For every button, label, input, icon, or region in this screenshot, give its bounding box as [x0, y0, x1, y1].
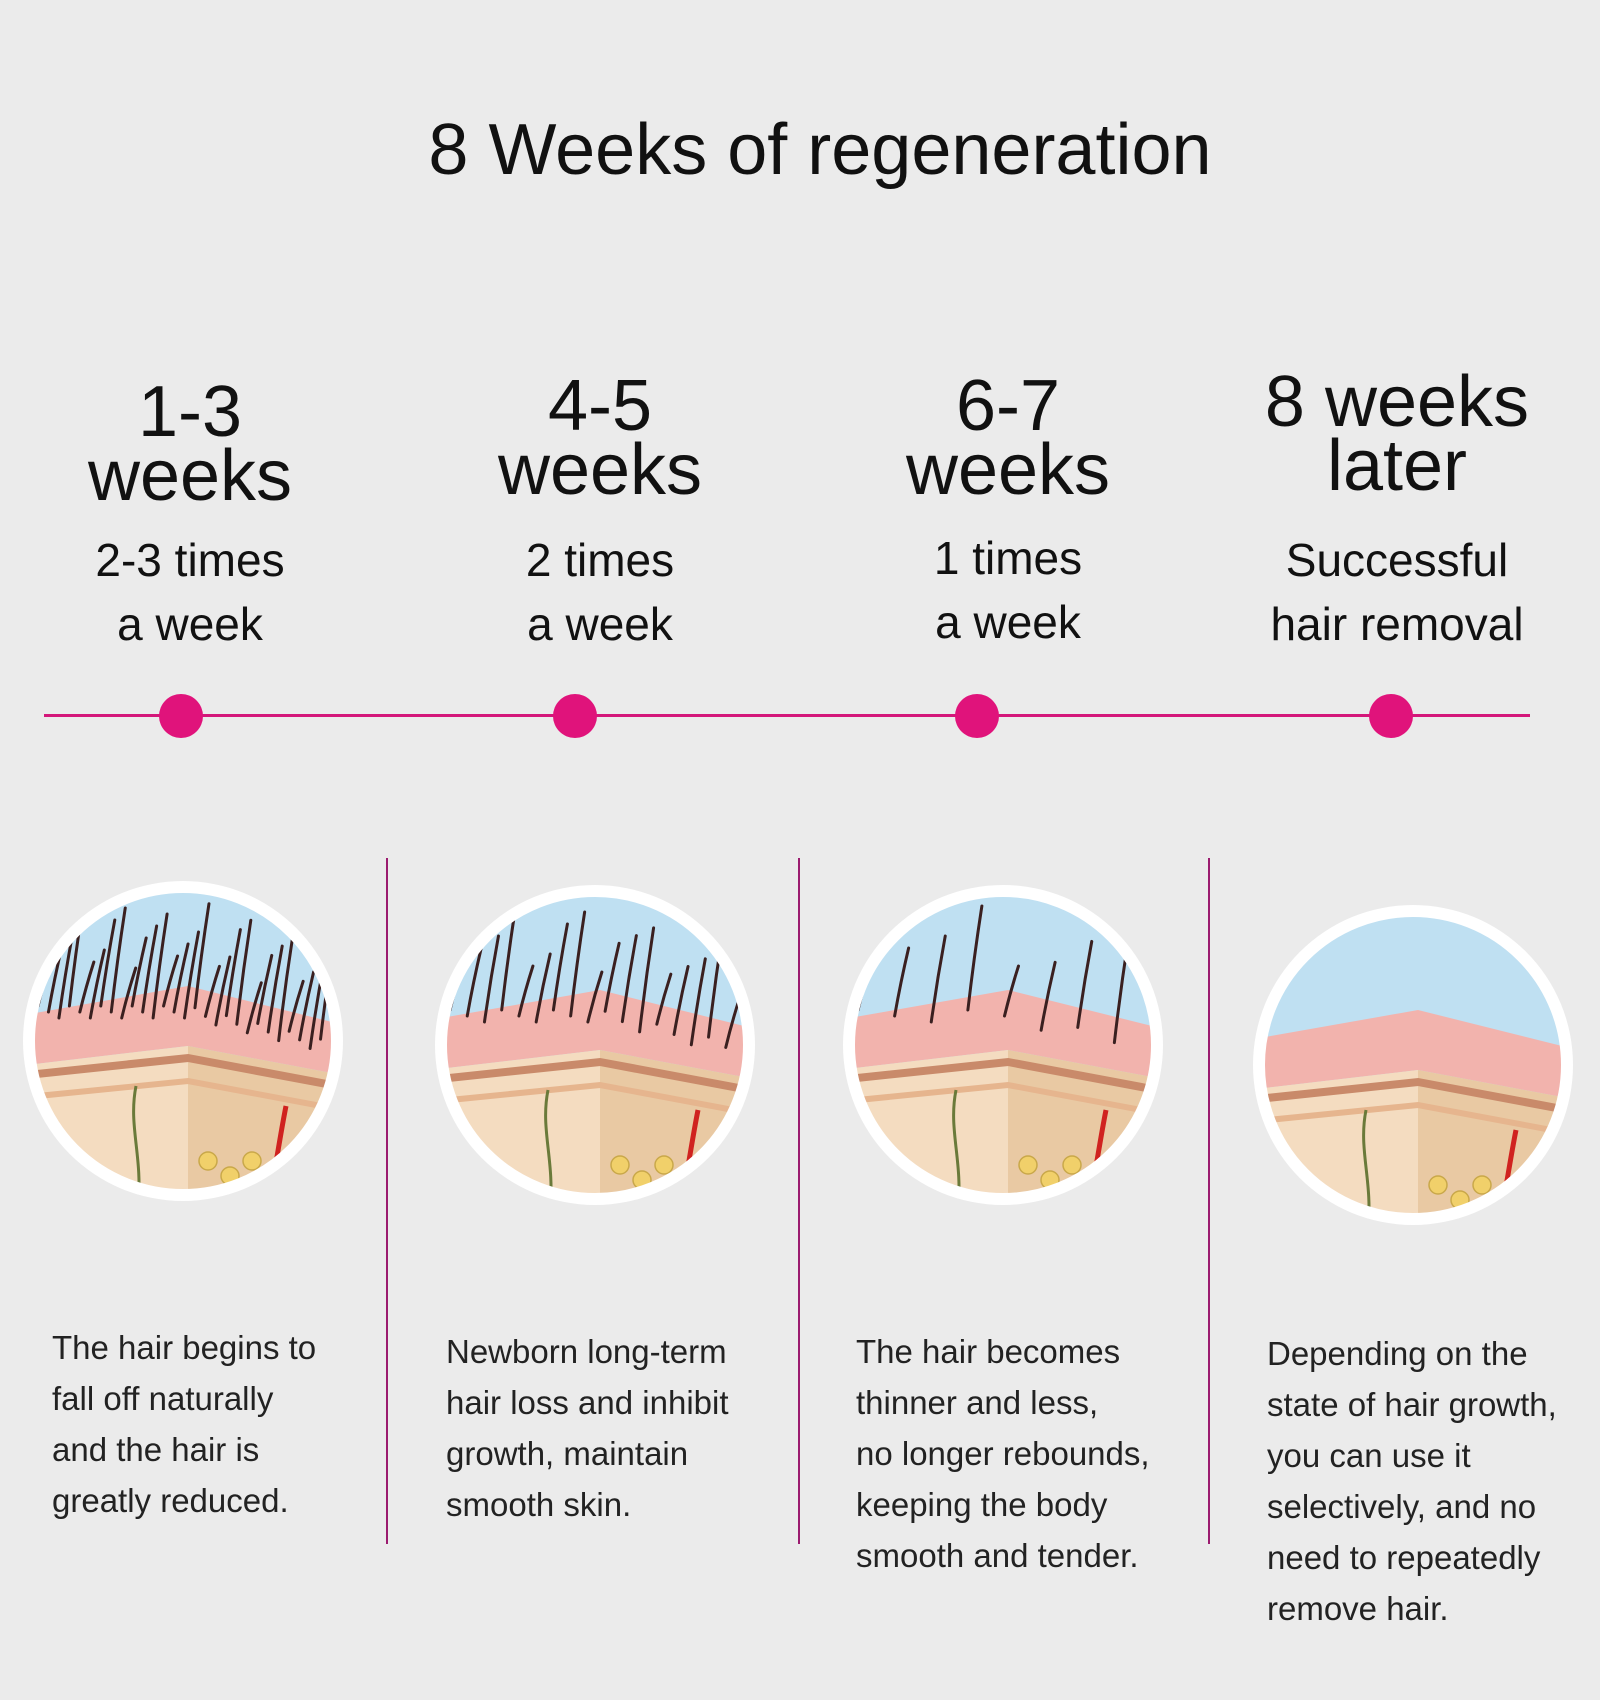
stage-header-3: 6-7 weeks 1 times a week — [828, 366, 1188, 654]
stage-unit: weeks — [905, 430, 1111, 510]
stage-range: 8 weeks — [1264, 362, 1530, 442]
stage-description-2: Newborn long-term hair loss and inhibit … — [446, 1333, 729, 1523]
stage-frequency-line1: Successful — [1285, 534, 1509, 586]
stage-header-2: 4-5 weeks 2 times a week — [420, 366, 780, 656]
column-divider-2 — [798, 858, 800, 1544]
stage-description-3: The hair becomes thinner and less, no lo… — [856, 1333, 1150, 1574]
stage-range: 4-5 — [547, 366, 653, 446]
stage-unit: weeks — [497, 430, 703, 510]
timeline-dot-1 — [159, 694, 203, 738]
stage-range: 1-3 — [137, 372, 243, 452]
stage-frequency-line2: a week — [935, 596, 1081, 648]
timeline-dot-4 — [1369, 694, 1413, 738]
skin-illustration-1 — [23, 881, 343, 1201]
skin-illustration-3 — [843, 885, 1163, 1205]
stage-frequency: 2 times a week — [420, 528, 780, 656]
skin-illustration-2 — [435, 885, 755, 1205]
stage-header-1: 1-3 weeks 2-3 times a week — [10, 372, 370, 656]
page-title: 8 Weeks of regeneration — [428, 110, 1212, 190]
stage-unit: weeks — [87, 436, 293, 516]
stage-frequency-line2: a week — [527, 598, 673, 650]
stage-frequency-line2: a week — [117, 598, 263, 650]
stage-frequency: Successful hair removal — [1212, 528, 1582, 656]
stage-frequency-line1: 2-3 times — [95, 534, 285, 586]
stage-frequency: 1 times a week — [828, 526, 1188, 654]
stage-unit: later — [1326, 426, 1468, 506]
column-divider-3 — [1208, 858, 1210, 1544]
stage-header-4: 8 weeks later Successful hair removal — [1212, 362, 1582, 656]
stage-description-4: Depending on the state of hair growth, y… — [1267, 1335, 1557, 1627]
stage-frequency-line1: 1 times — [933, 532, 1083, 584]
timeline-line — [44, 714, 1530, 717]
stage-frequency-line1: 2 times — [525, 534, 675, 586]
column-divider-1 — [386, 858, 388, 1544]
stage-description-1: The hair begins to fall off naturally an… — [52, 1329, 317, 1519]
stage-range: 6-7 — [955, 366, 1061, 446]
timeline-dot-3 — [955, 694, 999, 738]
stage-frequency-line2: hair removal — [1270, 598, 1524, 650]
skin-illustration-4 — [1253, 905, 1573, 1225]
stage-frequency: 2-3 times a week — [10, 528, 370, 656]
timeline-dot-2 — [553, 694, 597, 738]
